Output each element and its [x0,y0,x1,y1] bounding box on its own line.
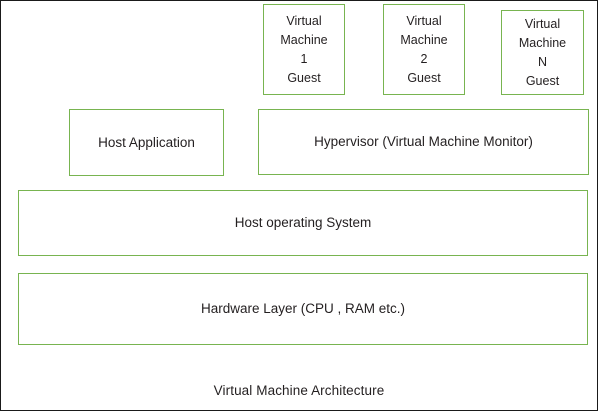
virtual-machine-1-line-2: Machine [280,32,328,47]
virtual-machine-2-line-4: Guest [407,70,441,85]
host-application-label: Host Application [98,134,195,150]
virtual-machine-n-line-1: Virtual [524,16,561,31]
virtual-machine-2-line-1: Virtual [406,13,442,28]
hypervisor-label: Hypervisor (Virtual Machine Monitor) [314,134,533,150]
virtual-machine-2-line-3: 2 [420,51,428,66]
host-operating-system-label: Host operating System [234,215,372,231]
virtual-machine-2-line-2: Machine [400,32,448,47]
virtual-machine-n-box: Virtual Machine N Guest [501,10,584,95]
host-application-box: Host Application [69,109,224,176]
hardware-layer-label: Hardware Layer (CPU , RAM etc.) [200,301,406,317]
virtual-machine-n-line-4: Guest [525,73,560,88]
virtual-machine-n-line-3: N [537,54,548,69]
diagram-caption: Virtual Machine Architecture [213,383,385,398]
virtual-machine-1-box: Virtual Machine 1 Guest [263,4,345,95]
virtual-machine-2-box: Virtual Machine 2 Guest [383,4,465,95]
virtual-machine-n-line-2: Machine [518,35,567,50]
virtual-machine-1-line-4: Guest [287,70,321,85]
hardware-layer-box: Hardware Layer (CPU , RAM etc.) [18,273,588,345]
virtual-machine-1-line-3: 1 [300,51,308,66]
host-operating-system-box: Host operating System [18,190,588,256]
hypervisor-box: Hypervisor (Virtual Machine Monitor) [258,109,589,175]
virtual-machine-1-line-1: Virtual [286,13,322,28]
